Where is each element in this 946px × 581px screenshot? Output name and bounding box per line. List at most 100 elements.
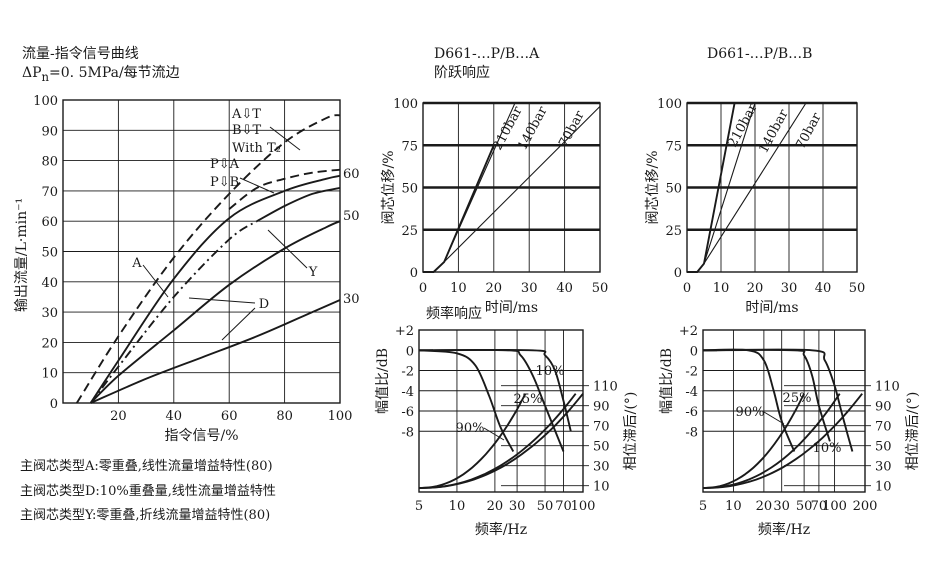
freqA-y-label: 幅值比/dB: [375, 348, 391, 414]
legend-a: 主阀芯类型A:零重叠,线性流量增益特性(80): [20, 459, 273, 474]
flow-curve-30: [90, 299, 341, 404]
freqB-label-10%: 10%: [813, 441, 842, 456]
stepA-frame: [422, 102, 601, 273]
flow-y-tick: 30: [41, 306, 58, 321]
stepB-curve-70bar: [687, 102, 807, 273]
stepA-y-tick: 0: [410, 266, 418, 281]
stepA-curve-70bar: [423, 106, 601, 273]
flow-label-50: 50: [343, 209, 360, 224]
freqB-y-tick: -4: [685, 385, 698, 400]
freqA-y2-tick: 30: [593, 460, 610, 475]
flow-curve-60: [256, 186, 341, 223]
freqA-x-tick: 30: [509, 499, 526, 514]
freqA-x-label: 频率/Hz: [475, 521, 527, 538]
stepA-x-tick: 40: [556, 281, 573, 296]
freqB-y2-tick: 30: [875, 460, 892, 475]
flow-label-at: A⇩T: [231, 107, 261, 122]
stepA-x-tick: 0: [419, 281, 427, 296]
flow-x-tick: 60: [221, 409, 238, 424]
step-a-subtitle: 阶跃响应: [434, 65, 490, 81]
flow-label-60: 60: [343, 167, 360, 182]
freqB-x-tick: 30: [773, 499, 790, 514]
freqA-amp-90%: [418, 349, 515, 452]
stepA-x-tick: 10: [450, 281, 467, 296]
freqA-y2-tick: 90: [593, 400, 610, 415]
stepA-x-tick: 20: [486, 281, 503, 296]
flow-frame: [62, 99, 341, 404]
stepA-x-label: 时间/ms: [485, 300, 538, 316]
stepA-y-tick: 100: [393, 97, 418, 112]
freqB-x-tick: 100: [822, 499, 847, 514]
freqA-frame: [418, 329, 584, 493]
flow-y-tick: 80: [41, 155, 58, 170]
freqA-leader-90: [483, 427, 505, 441]
stepB-y-tick: 25: [665, 224, 682, 239]
stepB-x-tick: 0: [683, 281, 691, 296]
freqA-x-tick: 50: [537, 499, 554, 514]
flow-y-tick: 60: [41, 215, 58, 230]
freqB-x-tick: 20: [756, 499, 773, 514]
freqB-x-tick: 200: [853, 499, 878, 514]
stepB-x-tick: 50: [849, 281, 866, 296]
legend-d: 主阀芯类型D:10%重叠量,线性流量增益特性: [20, 484, 276, 499]
flow-label-pa: P⇩A: [210, 157, 240, 172]
flow-y-tick: 0: [50, 397, 58, 412]
stepB-y-tick: 0: [674, 266, 682, 281]
stepB-label-140bar: 140bar: [756, 107, 792, 156]
flow-x-tick: 40: [166, 409, 183, 424]
stepA-y-label: 阀芯位移/%: [381, 150, 397, 224]
flow-y-tick: 100: [33, 94, 58, 109]
flow-label-bt: B⇩T: [232, 123, 261, 138]
freqB-y-label: 幅值比/dB: [659, 348, 675, 414]
freqB-y-tick: 0: [690, 344, 698, 359]
stepB-y-tick: 50: [665, 182, 682, 197]
freq-title: 频率响应: [426, 306, 482, 322]
flow-curve-A: [75, 114, 341, 404]
stepB-x-label: 时间/ms: [745, 300, 798, 316]
flow-curve-50: [90, 220, 341, 404]
freqB-x-tick: 70: [811, 499, 828, 514]
stepA-x-tick: 30: [521, 281, 538, 296]
flow-leader-p: [239, 177, 275, 194]
freqA-y-tick: +2: [395, 324, 414, 339]
freqB-y2-tick: 90: [875, 400, 892, 415]
freqB-y-tick: +2: [679, 324, 698, 339]
stepA-y-tick: 75: [401, 139, 418, 154]
freqB-x-tick: 5: [699, 499, 707, 514]
flow-label-witht2: With T₂: [232, 141, 281, 156]
freqA-x-tick: 70: [555, 499, 572, 514]
freqA-y-tick: -6: [401, 405, 414, 420]
flow-leader-t: [269, 126, 301, 151]
freqB-y2-label: 相位滞后/(°): [905, 392, 921, 471]
freqB-amp-10%: [702, 348, 854, 452]
freqA-label-25%: 25%: [514, 392, 543, 407]
freqB-y2-tick: 110: [875, 380, 900, 395]
flow-y-tick: 10: [41, 367, 58, 382]
stepA-x-tick: 50: [592, 281, 609, 296]
freqB-x-tick: 10: [725, 499, 742, 514]
freqA-x-tick: 100: [571, 499, 596, 514]
stepB-x-tick: 40: [815, 281, 832, 296]
flow-y-tick: 70: [41, 185, 58, 200]
stepB-y-tick: 75: [665, 139, 682, 154]
flow-chart-title: 流量-指令信号曲线: [22, 46, 139, 62]
freqB-y-tick: -2: [685, 365, 698, 380]
freqA-y2-tick: 10: [593, 480, 610, 495]
freqA-y-tick: -8: [401, 425, 414, 440]
freqA-label-10%: 10%: [536, 364, 565, 379]
freqA-y2-tick: 70: [593, 420, 610, 435]
stepB-y-tick: 100: [657, 97, 682, 112]
freqB-y-tick: -6: [685, 405, 698, 420]
stepB-frame: [686, 102, 858, 273]
stepA-y-tick: 50: [401, 182, 418, 197]
step-a-title: D661-…P/B…A: [434, 46, 540, 62]
flow-label-d: D: [259, 297, 269, 312]
flow-x-tick: 20: [110, 409, 127, 424]
flow-y-label: 输出流量/L·min⁻¹: [14, 198, 30, 312]
flow-curve-dashed: [228, 168, 341, 210]
freqA-y-tick: -4: [401, 385, 414, 400]
flow-x-label: 指令信号/%: [164, 428, 238, 444]
freqB-phase-10%: [702, 393, 863, 489]
freqA-x-tick: 5: [415, 499, 423, 514]
